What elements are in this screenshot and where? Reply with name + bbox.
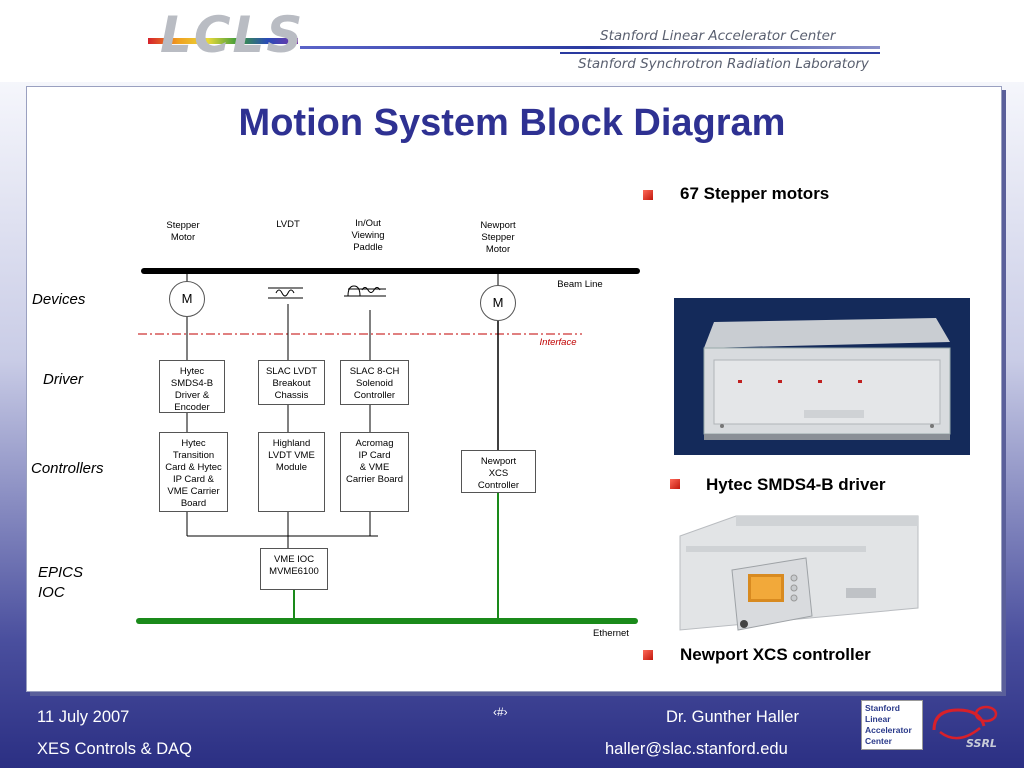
bullet-icon [643, 190, 653, 200]
lcls-logo-stripe [148, 38, 298, 44]
box-hytec-driver: Hytec SMDS4-B Driver & Encoder [159, 360, 225, 413]
newport-controller-photo [679, 515, 919, 631]
footer-email: haller@slac.stanford.edu [605, 740, 788, 758]
box-slac-lvdt: SLAC LVDT Breakout Chassis [258, 360, 325, 405]
box-acromag: Acromag IP Card & VME Carrier Board [340, 432, 409, 512]
lvdt-symbol [268, 287, 303, 299]
lcls-logo: LCLS [160, 6, 305, 64]
newport-motor-symbol: M [480, 285, 516, 321]
row-label-devices: Devices [32, 291, 86, 308]
org-slac: Stanford Linear Accelerator Center [600, 28, 836, 44]
stepper-motor-symbol: M [169, 281, 205, 317]
bullet-icon [670, 479, 680, 489]
svg-text:SSRL: SSRL [966, 737, 997, 750]
org-ssrl: Stanford Synchrotron Radiation Laborator… [578, 56, 869, 72]
label-inout-paddle: In/Out Viewing Paddle [351, 218, 385, 253]
label-ethernet: Ethernet [593, 628, 629, 639]
row-label-epics-ioc: EPICS IOC [38, 564, 84, 601]
row-label-controllers: Controllers [31, 460, 104, 477]
header-rule [300, 46, 880, 49]
bullet-hytec-driver: Hytec SMDS4-B driver [706, 475, 886, 494]
footer-project: XES Controls & DAQ [37, 740, 192, 758]
label-stepper-motor: Stepper Motor [166, 220, 200, 243]
slide-title: Motion System Block Diagram [238, 102, 786, 144]
header-rule-secondary [560, 52, 880, 54]
bullet-newport-controller: Newport XCS controller [680, 645, 871, 664]
footer-page-number: ‹#› [493, 705, 508, 719]
stanford-lac-logo: Stanford Linear Accelerator Center [861, 700, 923, 750]
box-hytec-transition: Hytec Transition Card & Hytec IP Card & … [159, 432, 228, 512]
bullet-stepper-motors: 67 Stepper motors [680, 184, 830, 203]
box-highland: Highland LVDT VME Module [258, 432, 325, 512]
solenoid-symbol [344, 285, 386, 297]
label-beam-line: Beam Line [557, 279, 603, 290]
label-interface: Interface [539, 337, 577, 348]
footer-date: 11 July 2007 [37, 708, 130, 726]
box-slac-8ch: SLAC 8-CH Solenoid Controller [340, 360, 409, 405]
hytec-driver-photo [674, 298, 970, 455]
ssrl-logo: SSRL [932, 705, 998, 750]
box-vme-ioc: VME IOC MVME6100 [260, 548, 328, 590]
footer-author: Dr. Gunther Haller [666, 708, 799, 726]
label-newport-motor: Newport Stepper Motor [480, 220, 516, 255]
box-newport-xcs: Newport XCS Controller [461, 450, 536, 493]
label-lvdt: LVDT [276, 219, 300, 230]
bullet-icon [643, 650, 653, 660]
row-label-driver: Driver [43, 371, 83, 388]
